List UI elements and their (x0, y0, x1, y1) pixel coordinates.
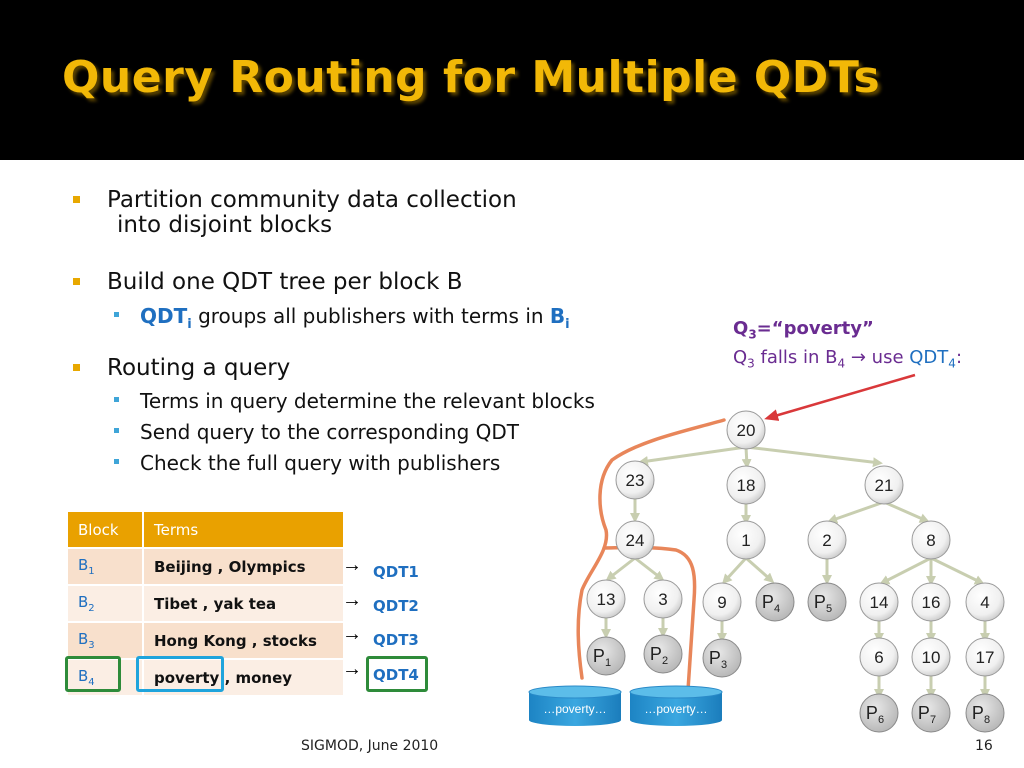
database-icon: …poverty… (528, 685, 622, 726)
tree-node-label: 3 (658, 590, 667, 609)
tree-node-label: 1 (741, 531, 750, 550)
database-label: …poverty… (644, 702, 707, 716)
title-bar: Query Routing for Multiple QDTs (0, 0, 1024, 160)
publisher-node (643, 634, 683, 674)
table-header-row: Block Terms (68, 512, 345, 548)
slide-title: Query Routing for Multiple QDTs (62, 52, 881, 103)
tree-node (726, 520, 766, 560)
tree-node (859, 582, 899, 622)
tree-node-label: 4 (980, 593, 989, 612)
tree-node-label: 18 (737, 476, 756, 495)
tree-node (859, 637, 899, 677)
subbullet-marker (114, 312, 119, 317)
publisher-node (911, 693, 951, 733)
subbullet-marker (114, 428, 119, 433)
qdt-label-2: QDT2 (373, 597, 419, 615)
tree-node-label: 8 (926, 531, 935, 550)
tree-edges (601, 445, 990, 699)
right-arrow-icon: → (850, 347, 866, 368)
query-routing-note: Q3 falls in B4 → use QDT4: (733, 347, 963, 371)
tree-node (726, 465, 766, 505)
tree-node-label: 16 (922, 593, 941, 612)
table-row: B1 Beijing , Olympics (68, 547, 345, 585)
tree-node-label: 9 (717, 593, 726, 612)
database-cylinders: …poverty… …poverty… (528, 685, 723, 726)
table-row: B2 Tibet , yak tea (68, 584, 345, 622)
arrow-icon: → (342, 589, 362, 611)
tree-node (864, 465, 904, 505)
publisher-node (586, 636, 626, 676)
qdt-label-4: QDT4 (373, 666, 419, 684)
publisher-node (859, 693, 899, 733)
subbullet-check: Check the full query with publishers (114, 451, 500, 475)
bullet-partition-line2: into disjoint blocks (117, 212, 333, 238)
arrow-icon: → (342, 623, 362, 645)
arrow-icon: → (342, 658, 362, 680)
terms-cell: Beijing , Olympics (143, 547, 345, 585)
tree-node-label: 17 (976, 648, 995, 667)
bullet-routing: Routing a query (73, 355, 290, 381)
subbullet-marker (114, 459, 119, 464)
subbullet-send: Send query to the corresponding QDT (114, 420, 519, 444)
bullet-partition: Partition community data collection into… (73, 187, 517, 238)
tree-node-label: 24 (626, 531, 645, 550)
block-cell: B1 (68, 547, 144, 585)
page-number: 16 (975, 738, 993, 754)
tree-node-label: 14 (870, 593, 889, 612)
bullet-marker (73, 196, 80, 203)
arrow-icon: → (342, 554, 362, 576)
tree-nodes: 20 23 18 21 24 1 2 8 13 3 9 14 16 4 6 10 17 (586, 410, 1005, 677)
tree-node (615, 520, 655, 560)
bullet-build: Build one QDT tree per block B (73, 269, 463, 295)
publisher-node (755, 582, 795, 622)
database-icon: …poverty… (629, 685, 723, 726)
terms-cell: Hong Kong , stocks (143, 621, 345, 659)
publisher-node (807, 582, 847, 622)
tree-node (615, 460, 655, 500)
subbullet-qdt-groups: QDTi groups all publishers with terms in… (114, 304, 570, 332)
tree-node (726, 410, 766, 450)
terms-cell: Tibet , yak tea (143, 584, 345, 622)
footer-venue: SIGMOD, June 2010 (301, 738, 439, 754)
query-label: Q3=“poverty” (733, 318, 874, 342)
table-row: B3 Hong Kong , stocks (68, 621, 345, 659)
tree-node-label: 20 (737, 421, 756, 440)
tree-node-label: 6 (874, 648, 883, 667)
tree-node-label: 23 (626, 471, 645, 490)
subbullet-marker (114, 397, 119, 402)
header-terms: Terms (143, 512, 345, 548)
tree-node (807, 520, 847, 560)
highlight-box-qdt4 (366, 656, 428, 692)
tree-node-label: 2 (822, 531, 831, 550)
subbullet-terms: Terms in query determine the relevant bl… (114, 389, 595, 413)
block-cell: B3 (68, 621, 144, 659)
publisher-node (702, 638, 742, 678)
tree-node-label: 21 (875, 476, 894, 495)
bullet-marker (73, 278, 80, 285)
tree-node (586, 579, 626, 619)
tree-node (965, 637, 1005, 677)
tree-node (911, 582, 951, 622)
highlight-box-b4 (65, 656, 121, 692)
tree-node (911, 520, 951, 560)
block-cell: B2 (68, 584, 144, 622)
publisher-node (965, 693, 1005, 733)
database-label: …poverty… (543, 702, 606, 716)
highlight-box-poverty (136, 656, 224, 692)
query-arrow (764, 373, 916, 421)
tree-node (911, 637, 951, 677)
tree-node (702, 582, 742, 622)
bullet-marker (73, 364, 80, 371)
qdt-label-3: QDT3 (373, 631, 419, 649)
tree-node-label: 10 (922, 648, 941, 667)
qdt-label-1: QDT1 (373, 563, 419, 581)
tree-node (965, 582, 1005, 622)
tree-node (643, 579, 683, 619)
header-block: Block (68, 512, 144, 548)
tree-node-label: 13 (597, 590, 616, 609)
bullet-partition-line1: Partition community data collection (107, 187, 517, 213)
